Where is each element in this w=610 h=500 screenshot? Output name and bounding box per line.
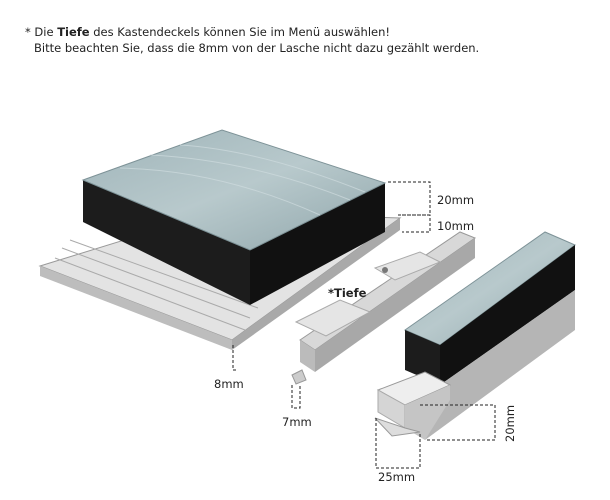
- foam-block: [81, 129, 387, 305]
- note-bold-text: Tiefe: [57, 25, 90, 39]
- note-line-2: Bitte beachten Sie, dass die 8mm von der…: [34, 41, 480, 55]
- label-foam-height: 20mm: [437, 193, 474, 207]
- asterisk: *: [25, 25, 31, 39]
- instruction-note: * Die Tiefe des Kastendeckels können Sie…: [25, 24, 479, 56]
- label-edge-width: 25mm: [378, 470, 415, 484]
- label-edge-height: 20mm: [503, 405, 517, 442]
- label-clip-tab: 7mm: [282, 415, 312, 429]
- note-line-1: * Die Tiefe des Kastendeckels können Sie…: [25, 24, 479, 40]
- edge-profile: [374, 231, 576, 440]
- clip-profile: [291, 231, 477, 385]
- note-text: des Kastendeckels können Sie im Menü aus…: [93, 25, 391, 39]
- label-base-height: 10mm: [437, 219, 474, 233]
- note-text: Die: [34, 25, 54, 39]
- label-tab-length: 8mm: [214, 377, 244, 391]
- screw-hole-icon: [382, 267, 388, 273]
- dimension-lines: [232, 181, 496, 469]
- label-depth: *Tiefe: [328, 286, 367, 300]
